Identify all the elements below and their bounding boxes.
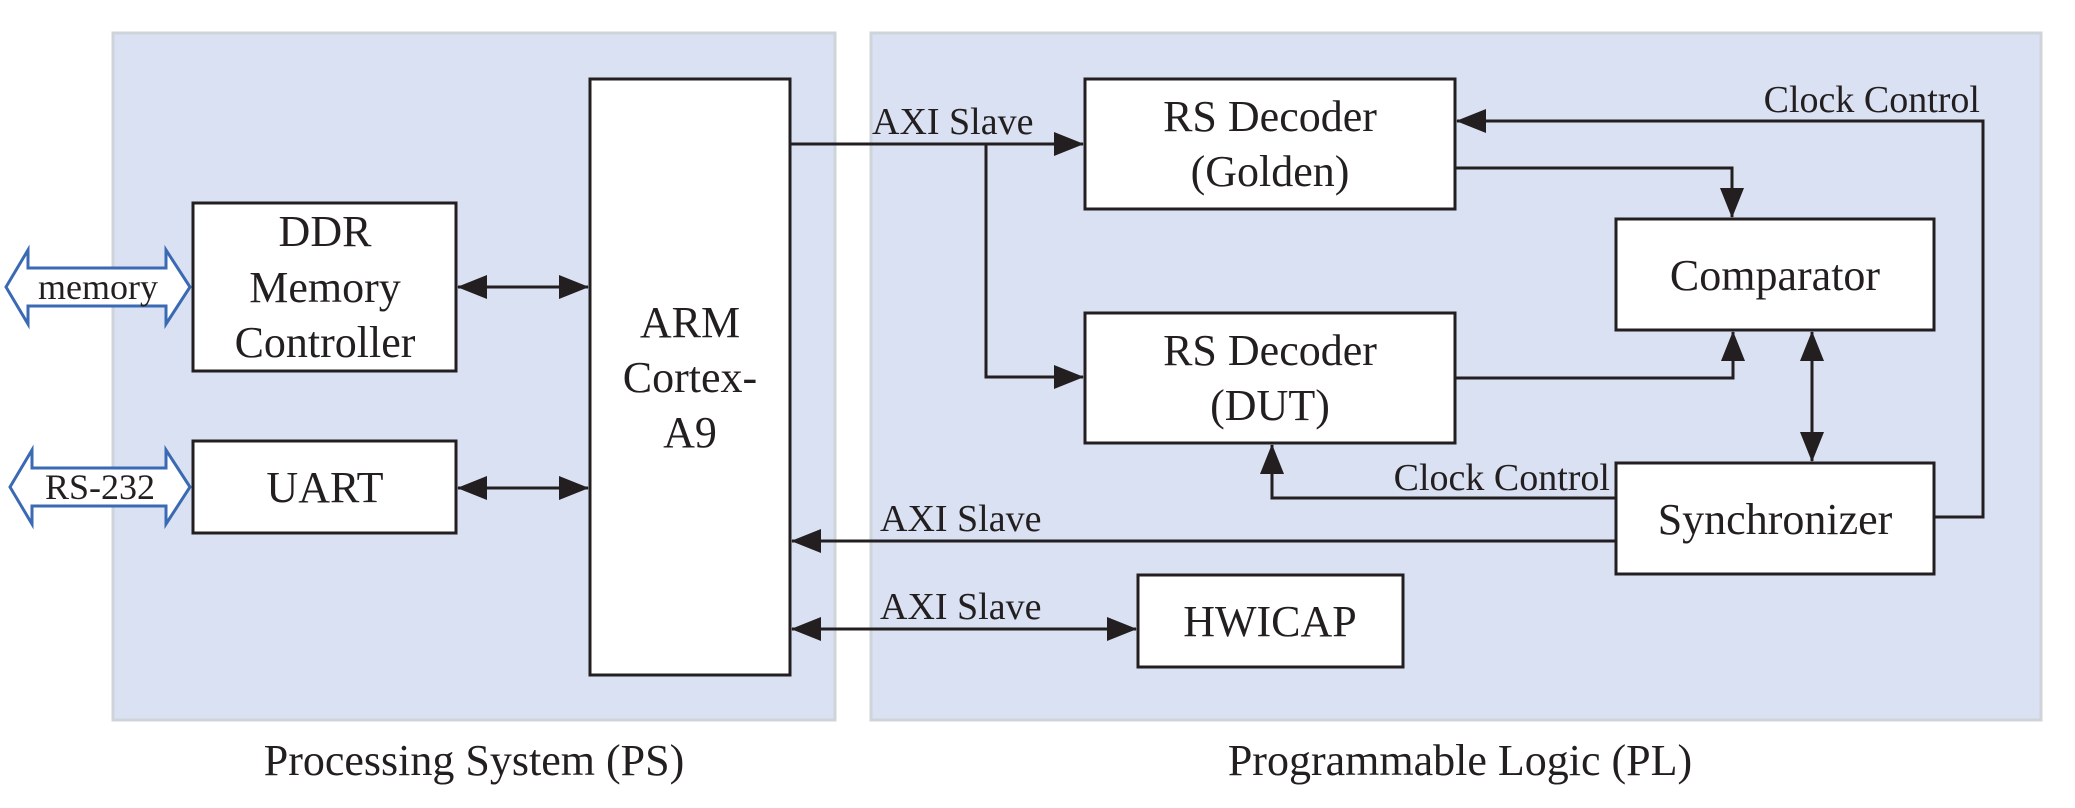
- axi-hwicap-label: AXI Slave: [880, 586, 1041, 628]
- synchronizer-label: Synchronizer: [1658, 495, 1893, 544]
- rs-decoder-dut-block: RS Decoder (DUT): [1083, 311, 1457, 445]
- memory-bus-arrow: memory: [4, 244, 192, 330]
- arm-label-line2: Cortex-: [623, 353, 757, 402]
- clock-control-dut-connection: [1260, 444, 1616, 500]
- ddr-memory-controller-block: DDR Memory Controller: [191, 201, 458, 373]
- ps-caption: Processing System (PS): [264, 736, 684, 785]
- axi-to-decoders-label: AXI Slave: [872, 101, 1033, 143]
- hwicap-label: HWICAP: [1183, 597, 1357, 646]
- clock-control-dut-label: Clock Control: [1394, 457, 1610, 499]
- memory-bus-label: memory: [38, 267, 158, 307]
- rs-golden-label-line2: (Golden): [1191, 147, 1350, 196]
- rs232-bus-arrow: RS-232: [8, 444, 192, 530]
- arm-cortex-a9-block: ARM Cortex- A9: [588, 77, 792, 677]
- arm-label-line1: ARM: [640, 298, 740, 347]
- rs-golden-label-line1: RS Decoder: [1163, 92, 1377, 141]
- clock-control-golden-label: Clock Control: [1764, 79, 1980, 121]
- axi-to-dut-connection: [984, 144, 1084, 389]
- golden-to-comparator-connection: [1455, 166, 1744, 218]
- ddr-label-line1: DDR: [279, 207, 373, 256]
- clock-control-golden-connection: [1456, 109, 1985, 519]
- ddr-label-line2: Memory: [249, 263, 401, 312]
- synchronizer-block: Synchronizer: [1614, 461, 1936, 576]
- rs-decoder-golden-block: RS Decoder (Golden): [1083, 77, 1457, 211]
- uart-label: UART: [266, 463, 383, 512]
- dut-to-comparator-connection: [1455, 331, 1745, 380]
- ddr-label-line3: Controller: [235, 318, 416, 367]
- pl-caption: Programmable Logic (PL): [1228, 736, 1692, 785]
- uart-block: UART: [191, 439, 458, 535]
- axi-from-sync-label: AXI Slave: [880, 498, 1041, 540]
- rs-dut-label-line1: RS Decoder: [1163, 326, 1377, 375]
- rs-dut-label-line2: (DUT): [1210, 381, 1330, 430]
- comparator-label: Comparator: [1670, 251, 1881, 300]
- hwicap-block: HWICAP: [1136, 573, 1405, 669]
- rs232-bus-label: RS-232: [45, 467, 155, 507]
- comparator-block: Comparator: [1614, 217, 1936, 332]
- arm-label-line3: A9: [663, 408, 717, 457]
